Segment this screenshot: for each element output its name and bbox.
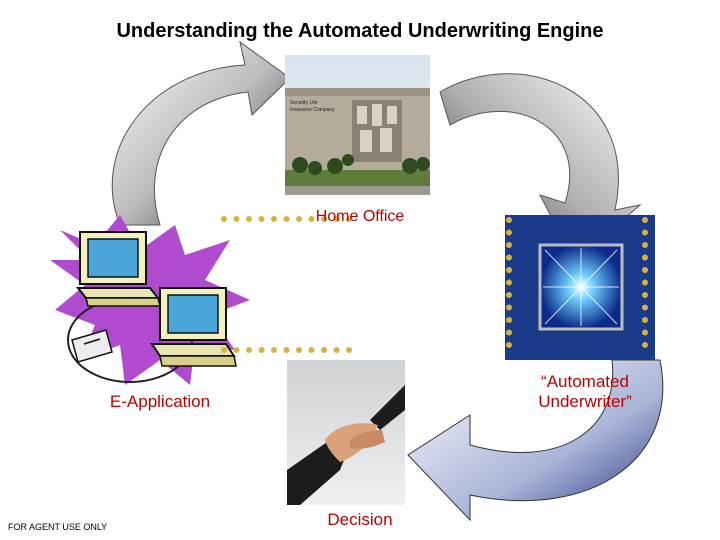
chip-pin	[642, 267, 648, 273]
chip-pin	[246, 216, 252, 222]
chip-pin	[642, 342, 648, 348]
chip-pin	[506, 317, 512, 323]
automated-underwriter-label-line1: “Automated	[541, 372, 629, 391]
chip-pin	[233, 216, 240, 222]
chip-pin	[642, 254, 648, 261]
arrow-home-to-underwriter	[439, 73, 642, 263]
chip-pin	[308, 347, 315, 353]
chip-pin	[283, 216, 290, 222]
chip-pin	[321, 347, 327, 353]
svg-text:Insurance Company: Insurance Company	[290, 107, 335, 113]
chip-pin	[506, 342, 512, 348]
automated-underwriter-label: “Automated Underwriter”	[505, 372, 665, 412]
arrow-underwriter-to-decision	[407, 359, 664, 522]
chip-pin	[333, 216, 340, 222]
svg-text:Security Life: Security Life	[290, 100, 318, 106]
chip-pin	[271, 347, 277, 353]
underwriter-chip-image	[221, 215, 655, 360]
chip-pin	[506, 329, 512, 336]
chip-pin	[506, 279, 512, 286]
e-application-label: E-Application	[109, 392, 211, 411]
chip-pin	[506, 267, 512, 273]
chip-pin	[506, 217, 512, 223]
home-office-photo: Security Life Insurance Company	[285, 55, 430, 195]
chip-pin	[258, 216, 265, 222]
arrow-eapp-to-home	[111, 40, 291, 226]
chip-pin	[246, 347, 252, 353]
chip-pin	[642, 292, 648, 298]
chip-pin	[642, 304, 648, 311]
home-office-label: Home Office	[315, 208, 405, 225]
chip-pin	[506, 304, 512, 311]
chip-pin	[233, 347, 240, 353]
chip-pin	[221, 347, 227, 353]
decision-handshake-photo	[287, 360, 405, 505]
chip-pin	[506, 254, 512, 261]
chip-pin	[506, 229, 512, 236]
chip-pin	[642, 242, 648, 248]
chip-pin	[283, 347, 290, 353]
chip-pin	[296, 347, 302, 353]
chip-pin	[258, 347, 265, 353]
automated-underwriter-label-line2: Underwriter”	[538, 392, 632, 411]
e-application-clipart	[50, 215, 250, 385]
chip-pin	[642, 229, 648, 236]
chip-pin	[296, 216, 302, 222]
chip-pin	[506, 242, 512, 248]
chip-pin	[221, 216, 227, 222]
chip-pin	[271, 216, 277, 222]
chip-pin	[642, 317, 648, 323]
chip-pin	[642, 217, 648, 223]
chip-pin	[346, 216, 352, 222]
page-title: Understanding the Automated Underwriting…	[116, 20, 604, 42]
chip-pin	[642, 279, 648, 286]
chip-pin	[321, 216, 327, 222]
chip-pin	[346, 347, 352, 353]
chip-pin	[506, 292, 512, 298]
footer-disclaimer: FOR AGENT USE ONLY	[8, 522, 108, 532]
chip-pin	[333, 347, 340, 353]
chip-pin	[642, 329, 648, 336]
chip-pin	[308, 216, 315, 222]
decision-label: Decision	[327, 510, 393, 529]
